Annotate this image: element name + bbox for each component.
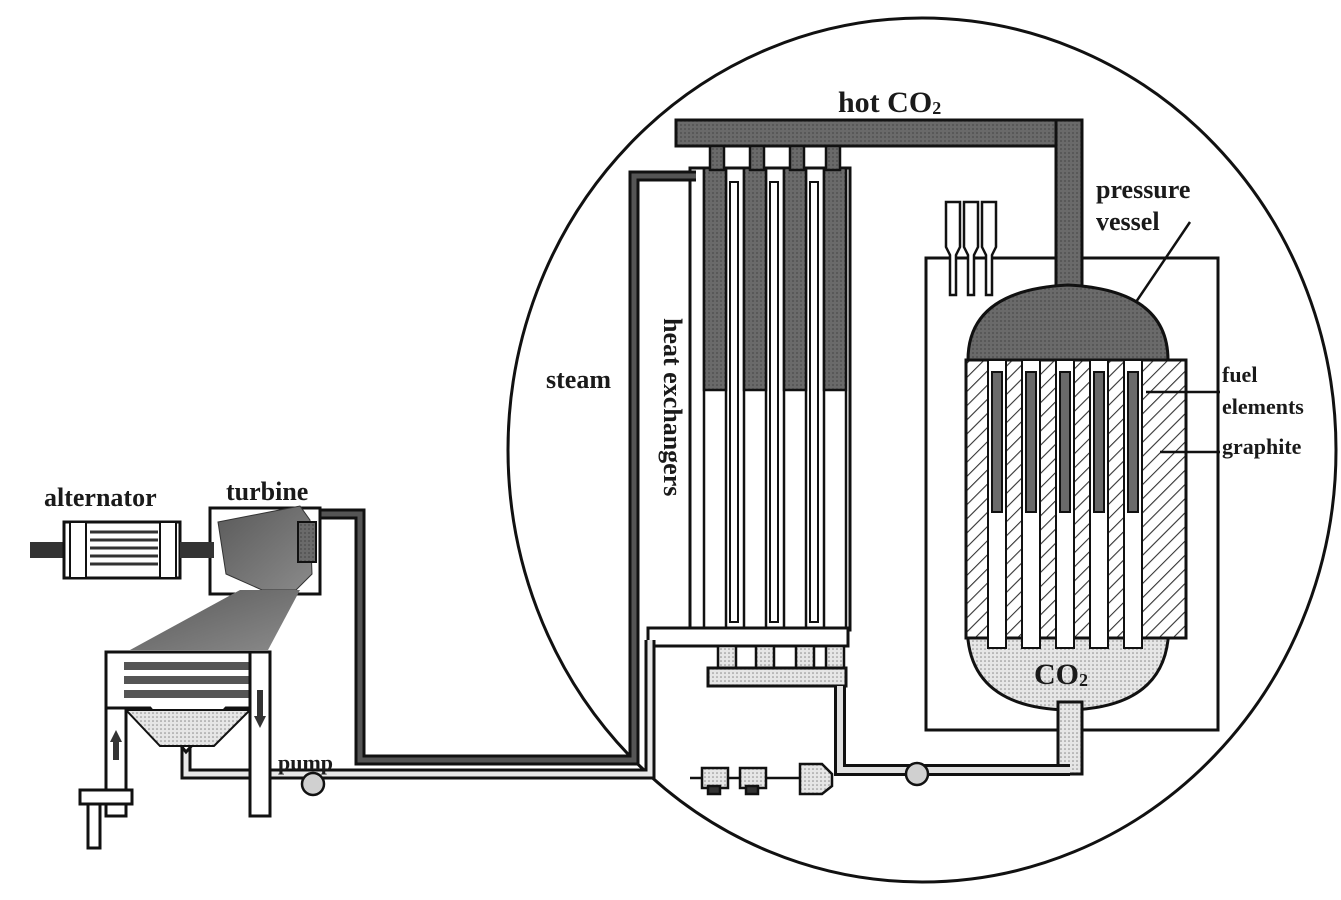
label-hot-co2: hot CO2 — [838, 86, 941, 119]
hot-co2-header — [674, 118, 1084, 302]
label-graphite: graphite — [1222, 434, 1302, 459]
label-steam: steam — [546, 365, 611, 394]
label-pointers — [1134, 221, 1220, 454]
label-co2: CO2 — [1034, 658, 1088, 691]
feedwater-line — [180, 640, 656, 780]
heat-exchanger-vessel — [646, 144, 852, 688]
label-vessel: vessel — [1096, 207, 1160, 236]
control-rods — [944, 200, 998, 297]
label-elements: elements — [1222, 394, 1304, 419]
label-fuel: fuel — [1222, 362, 1257, 387]
label-pressure: pressure — [1096, 175, 1190, 204]
fuel-elements — [987, 359, 1143, 649]
label-pump: pump — [278, 750, 333, 775]
label-heat-exchangers: heat exchangers — [658, 318, 687, 496]
feed-pump — [300, 771, 326, 797]
co2-return-line — [834, 686, 1070, 776]
condenser — [78, 650, 272, 850]
steam-line — [318, 170, 696, 766]
label-alternator: alternator — [44, 483, 157, 512]
co2-circulator — [904, 761, 930, 787]
alternator — [30, 520, 214, 580]
gas-circulators — [690, 762, 834, 796]
pressure-vessel — [964, 283, 1188, 776]
label-turbine: turbine — [226, 477, 308, 506]
